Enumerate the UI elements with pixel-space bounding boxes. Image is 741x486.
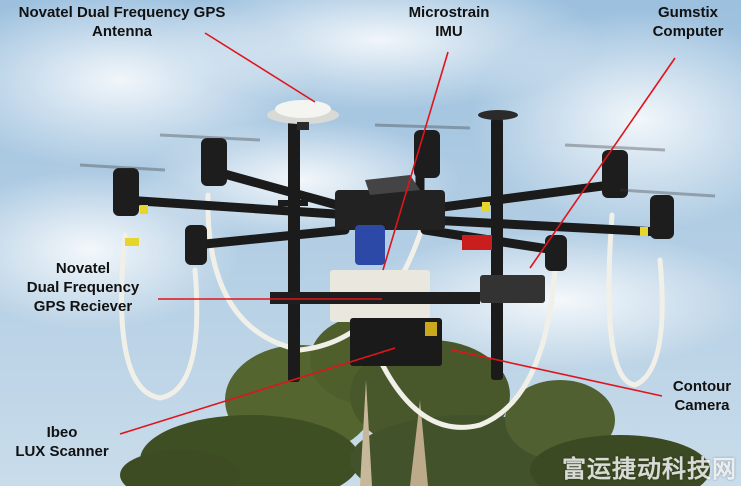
label-contour-camera: Contour Camera xyxy=(660,377,741,415)
trees xyxy=(120,315,710,486)
label-lux-scanner-line-1: Ibeo xyxy=(46,424,78,441)
leader-gps-antenna xyxy=(204,32,316,103)
watermark: 富运捷动科技网 xyxy=(562,455,737,483)
leader-imu xyxy=(382,51,449,271)
label-imu: Microstrain IMU xyxy=(400,3,498,41)
label-gps-receiver-line-2: Dual Frequency xyxy=(26,279,140,296)
motors xyxy=(113,130,674,271)
label-lux-scanner-line-2: LUX Scanner xyxy=(15,443,109,460)
label-lux-scanner: Ibeo LUX Scanner xyxy=(4,423,120,461)
center-body xyxy=(270,175,545,366)
landing-posts xyxy=(278,118,503,382)
label-gps-receiver-line-1: Novatel xyxy=(55,260,111,277)
label-computer: Gumstix Computer xyxy=(640,3,736,41)
mast-top xyxy=(478,110,518,120)
propeller-blur xyxy=(79,123,716,198)
leader-computer xyxy=(529,57,676,269)
label-gps-antenna: Novatel Dual Frequency GPS Antenna xyxy=(4,3,240,41)
leader-lines xyxy=(119,32,676,435)
label-gps-antenna-line-2: Antenna xyxy=(92,23,152,40)
label-gps-receiver: Novatel Dual Frequency GPS Reciever xyxy=(10,259,156,316)
gps-antenna xyxy=(267,100,339,130)
label-contour-camera-line-2: Camera xyxy=(674,397,730,414)
label-imu-line-1: Microstrain xyxy=(408,4,490,21)
label-imu-line-2: IMU xyxy=(435,23,463,40)
arm-bands xyxy=(125,202,648,246)
label-computer-line-1: Gumstix xyxy=(657,4,718,21)
label-gps-antenna-line-1: Novatel Dual Frequency GPS xyxy=(18,4,226,21)
label-gps-receiver-line-3: GPS Reciever xyxy=(33,298,133,315)
leader-lux-scanner xyxy=(119,347,396,435)
leader-contour-camera xyxy=(451,349,663,397)
label-contour-camera-line-1: Contour xyxy=(672,378,732,395)
frame-arms xyxy=(120,165,665,255)
label-computer-line-2: Computer xyxy=(652,23,724,40)
